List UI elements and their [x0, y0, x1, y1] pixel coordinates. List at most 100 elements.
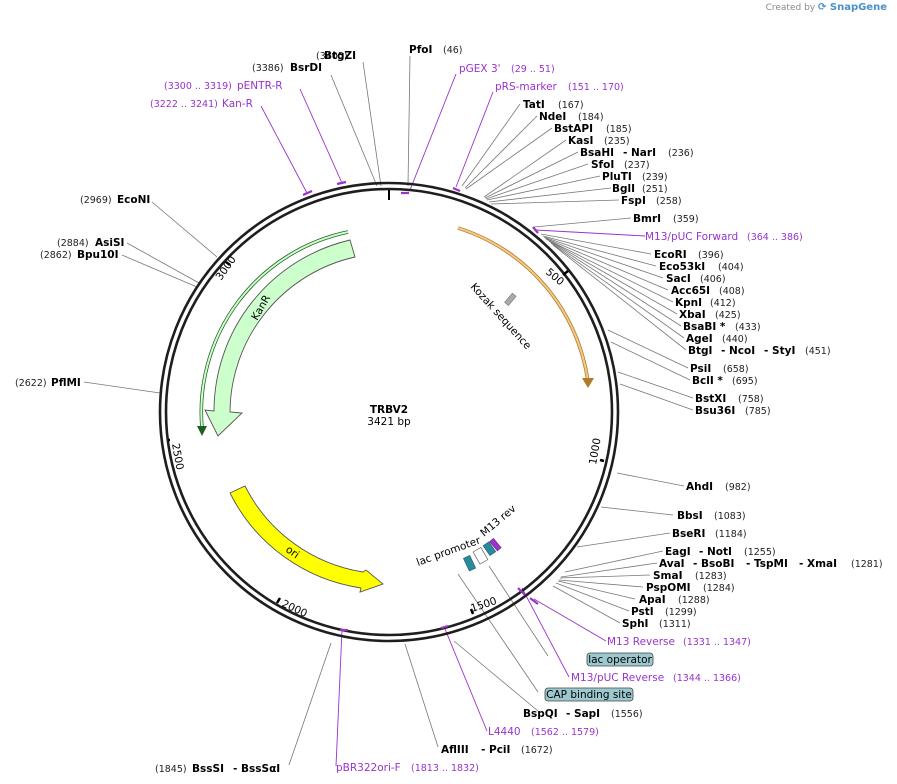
- sphi-pos: (1311): [659, 619, 691, 630]
- kpni-name: KpnI: [675, 297, 702, 309]
- lac-operator-box: [586, 652, 654, 667]
- cap-binding-box-label: CAP binding site: [546, 689, 632, 701]
- econi-pos: (2969): [80, 195, 112, 206]
- kan-r-name: Kan-R: [222, 98, 253, 110]
- avai-name: AvaI: [659, 558, 685, 570]
- orf-arrowhead: [582, 378, 594, 388]
- agei-pos: (440): [722, 334, 748, 345]
- sfoi-pos: (237): [624, 160, 650, 171]
- fspi-pos: (258): [656, 196, 682, 207]
- bseri-name: BseRI: [672, 528, 705, 540]
- prs-marker-name: pRS-marker: [495, 81, 558, 93]
- xbai-name: XbaI: [679, 309, 706, 321]
- apai-name: ApaI: [639, 594, 666, 606]
- m13-rev-primer-name: M13 Reverse: [607, 636, 675, 648]
- ndei-name: NdeI: [539, 111, 566, 123]
- saci-pos: (406): [700, 274, 726, 285]
- asisi-name: AsiSI: [95, 237, 124, 249]
- smai-name: SmaI: [653, 570, 683, 582]
- btgi-name: BtgI: [688, 345, 712, 357]
- bspqi-name: BspQI: [523, 708, 558, 720]
- bgli-pos: (251): [642, 184, 668, 195]
- btgi-pos: (451): [805, 346, 831, 357]
- ahdi-name: AhdI: [686, 481, 713, 493]
- plasmid-name: TRBV2: [370, 404, 408, 416]
- bsrdi-pos: (3386): [252, 63, 284, 74]
- bmri-pos: (359): [673, 214, 699, 225]
- kanr-feature-arrow: [204, 239, 356, 437]
- pentr-name: pENTR-R: [237, 80, 283, 92]
- bsabi-pos: (433): [735, 322, 761, 333]
- bseri-pos: (1184): [715, 529, 747, 540]
- m13-puc-rev-name: M13/pUC Reverse: [571, 672, 664, 684]
- sapi-name: - SapI: [566, 708, 600, 720]
- bmri-name: BmrI: [633, 213, 661, 225]
- bsu36i-name: Bsu36I: [695, 405, 735, 417]
- tati-name: TatI: [523, 99, 545, 111]
- bgli-name: BglI: [612, 183, 635, 195]
- pfoi-pos: (46): [443, 45, 463, 56]
- bspqi-pos: (1556): [611, 709, 643, 720]
- kasi-pos: (235): [604, 136, 630, 147]
- m13-rev-primer-range: (1331 .. 1347): [683, 637, 751, 648]
- xbai-pos: (425): [715, 310, 741, 321]
- tick-2500: 2500: [169, 442, 185, 470]
- pluti-name: PluTI: [602, 171, 632, 183]
- bsahi-name: BsaHI: [580, 147, 614, 159]
- tick-1000: 1000: [587, 437, 603, 465]
- tati-pos: (167): [558, 100, 584, 111]
- kpni-pos: (412): [710, 298, 736, 309]
- apai-pos: (1288): [678, 595, 710, 606]
- eagi-name: EagI: [665, 546, 691, 558]
- ecori-pos: (396): [698, 250, 724, 261]
- bsssai-name: - BssSαI: [233, 763, 280, 775]
- afliii-pos: (1672): [521, 745, 553, 756]
- lac-promoter-feature: [463, 554, 477, 572]
- m13-rev-feature: [489, 538, 502, 552]
- bstxi-pos: (758): [738, 394, 764, 405]
- psii-pos: (658): [723, 364, 749, 375]
- eco53ki-pos: (404): [718, 262, 744, 273]
- l4440-name: L4440: [488, 726, 521, 738]
- psti-pos: (1299): [665, 607, 697, 618]
- pflmi-pos: (2622): [15, 378, 47, 389]
- fspi-name: FspI: [621, 195, 646, 207]
- bstxi-name: BstXI: [695, 393, 726, 405]
- sphi-name: SphI: [622, 618, 648, 630]
- bcli-name: BclI *: [692, 375, 723, 387]
- snapgene-logo-icon: ⟳: [818, 2, 830, 13]
- acc65i-pos: (408): [719, 286, 745, 297]
- ahdi-pos: (982): [725, 482, 751, 493]
- asisi-pos: (2884): [57, 238, 89, 249]
- btgzi-pos: (3405): [316, 51, 348, 62]
- primer-lines: [260, 73, 646, 767]
- bcli-pos: (695): [732, 376, 758, 387]
- avai-pos: (1281): [851, 559, 883, 570]
- saci-name: SacI: [666, 273, 691, 285]
- scale-ticks: [168, 261, 605, 615]
- psii-name: PsiI: [690, 363, 711, 375]
- sfoi-name: SfoI: [591, 159, 614, 171]
- pflmi-name: PflMI: [51, 377, 81, 389]
- bsssi-pos: (1845): [155, 764, 187, 775]
- bsrdi-name: BsrDI: [290, 62, 322, 74]
- kan-r-range: (3222 .. 3241): [150, 99, 218, 110]
- btgzi-name: BtgZI: [324, 50, 356, 62]
- bstapi-name: BstAPI: [554, 123, 593, 135]
- kanr-arc: [200, 231, 349, 429]
- enzyme-labels: (3405) BtgZI (3386) BsrDI PfoI (46) TatI…: [15, 44, 883, 775]
- created-by-text: Created by: [765, 3, 816, 13]
- snapgene-watermark: Created by ⟳ SnapGene: [766, 2, 887, 13]
- bbsi-pos: (1083): [714, 511, 746, 522]
- bstapi-pos: (185): [606, 124, 632, 135]
- cap-site-feature: [472, 547, 489, 565]
- econi-name: EcoNI: [117, 194, 150, 206]
- ncoi-name: - NcoI: [721, 345, 755, 357]
- ndei-pos: (184): [578, 112, 604, 123]
- lac-operator-feature: [482, 541, 497, 557]
- plasmid-length: 3421 bp: [367, 416, 411, 428]
- psti-name: PstI: [631, 606, 654, 618]
- primer-labels: pGEX 3' (29 .. 51) pRS-marker (151 .. 17…: [150, 63, 803, 774]
- pgex-name: pGEX 3': [459, 63, 501, 75]
- kozak-label: Kozak sequence: [468, 281, 534, 352]
